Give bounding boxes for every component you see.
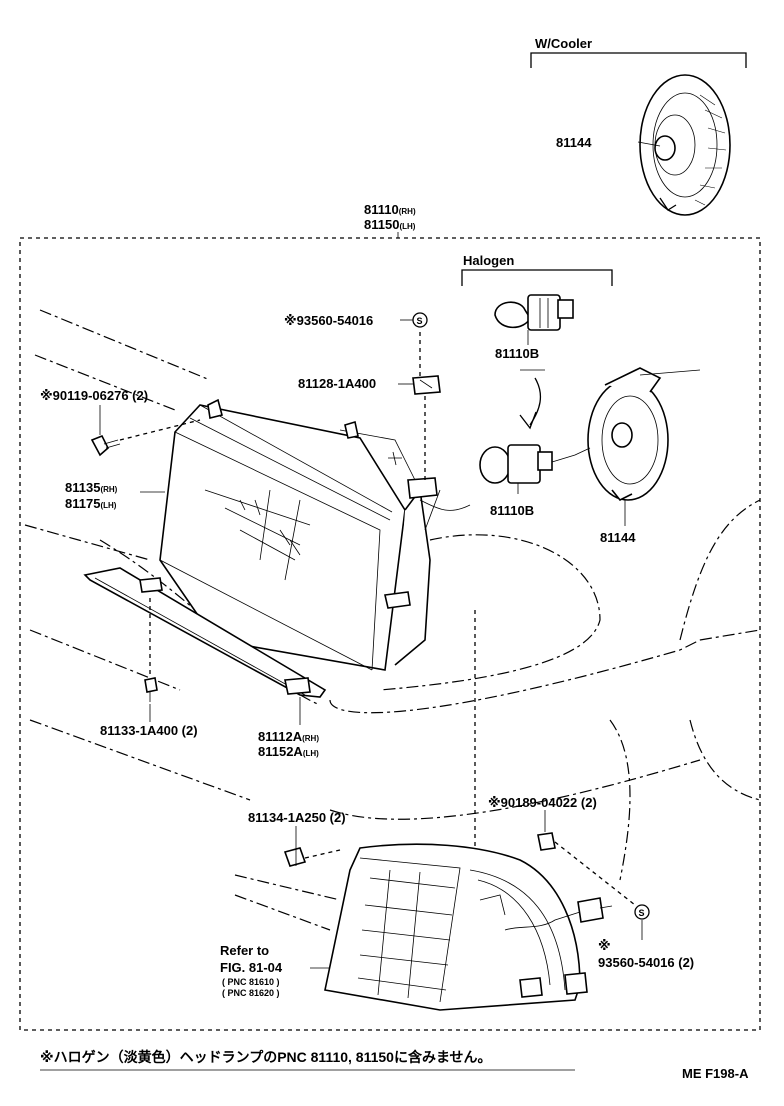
- nut-90189: [537, 832, 556, 851]
- halogen-bracket: [461, 269, 613, 286]
- bulb-cover-81144-mid: [587, 367, 701, 502]
- label-81110: 81110(RH): [364, 202, 416, 217]
- label-81175: 81175(LH): [65, 496, 117, 511]
- label-93560-bottom: 93560-54016 (2): [598, 955, 694, 970]
- label-90119: ※90119-06276 (2): [40, 388, 148, 403]
- screw-90119: [90, 434, 121, 457]
- bulb-cover-81144-top: [639, 74, 731, 216]
- s-mark-bottom: S: [634, 904, 650, 920]
- label-81112A: 81112A(RH): [258, 729, 319, 744]
- w-cooler-bracket: [530, 52, 747, 68]
- label-81150: 81150(LH): [364, 217, 416, 232]
- leader-81144-top: [637, 141, 661, 147]
- label-81110B-top: 81110B: [495, 346, 539, 361]
- corner-lamp: [324, 843, 613, 1011]
- vehicle-body-outline: [24, 309, 761, 931]
- label-halogen: Halogen: [463, 253, 514, 268]
- svg-text:S: S: [639, 908, 645, 918]
- label-81133: 81133-1A400 (2): [100, 723, 198, 738]
- label-90189: ※90189-04022 (2): [488, 795, 597, 810]
- bracket-81112A: [83, 567, 327, 698]
- label-81135: 81135(RH): [65, 480, 118, 495]
- bolt-81133: [144, 677, 158, 702]
- assembly-boundary-box: [19, 237, 761, 1031]
- label-81110B-bottom: 81110B: [490, 503, 534, 518]
- label-81144-mid: 81144: [600, 530, 636, 545]
- label-81144-top: 81144: [556, 135, 592, 150]
- label-93560-bottom-mark: ※: [598, 938, 611, 953]
- label-81152A: 81152A(LH): [258, 744, 319, 759]
- label-93560-top: ※93560-54016: [284, 313, 373, 328]
- label-refer-to: Refer to: [220, 943, 269, 958]
- figure-code: ME F198-A: [682, 1066, 749, 1081]
- label-refer-pnc2: ( PNC 81620 ): [222, 988, 280, 998]
- label-refer-fig: FIG. 81-04: [220, 960, 283, 975]
- footnote: ※ハロゲン（淡黄色）ヘッドランプのPNC 81110, 81150に含みません。: [40, 1049, 492, 1065]
- s-mark-top: S: [412, 312, 428, 328]
- bolt-81134: [283, 846, 307, 867]
- svg-text:S: S: [417, 316, 423, 326]
- label-81134: 81134-1A250 (2): [248, 810, 346, 825]
- bulb-replacement-arrow: [529, 377, 542, 426]
- label-81128: 81128-1A400: [298, 376, 376, 391]
- labels: W/Cooler 81144 81110(RH) 81150(LH) Halog…: [40, 36, 749, 1081]
- clip-81128: [412, 375, 441, 395]
- label-refer-pnc1: ( PNC 81610 ): [222, 977, 280, 987]
- headlamp-unit-81135: [159, 398, 471, 671]
- halogen-bulb-81110B-top: [494, 294, 574, 331]
- label-w-cooler: W/Cooler: [535, 36, 592, 51]
- standard-bulb-81110B-bottom: [479, 444, 591, 484]
